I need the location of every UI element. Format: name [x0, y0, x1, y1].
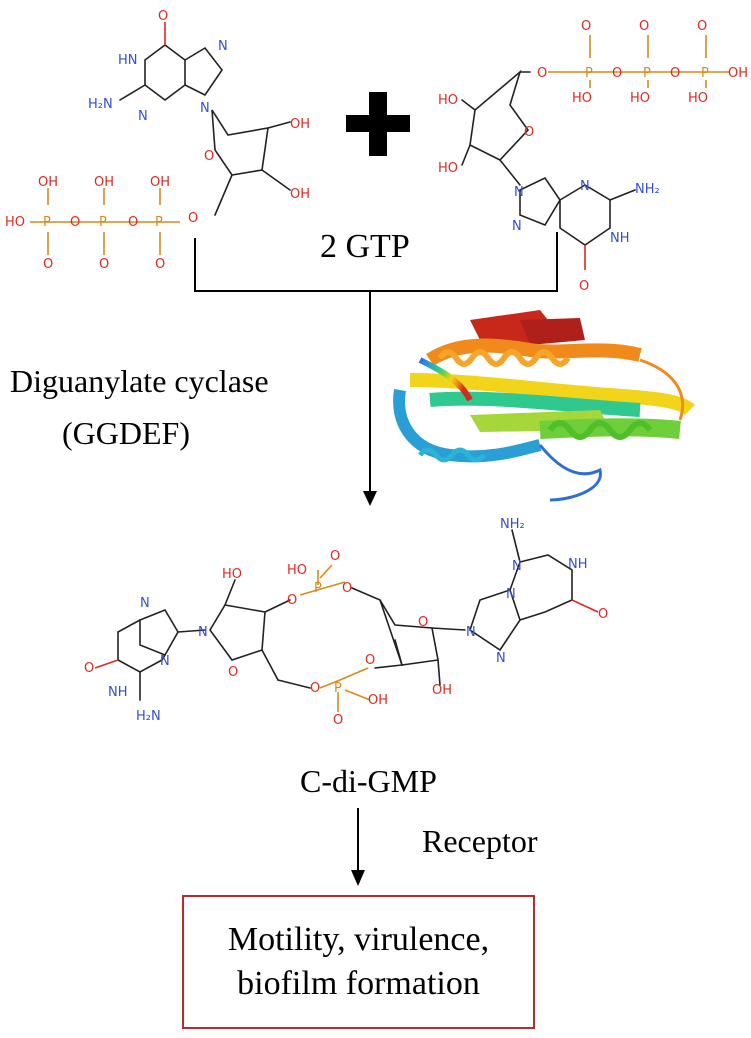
atom-o: O: [537, 66, 547, 81]
atom-n: N: [138, 109, 148, 124]
atom-ho: HO: [630, 91, 650, 106]
atom-o: O: [581, 19, 591, 34]
atom-p: P: [334, 681, 342, 696]
atom-n: N: [512, 559, 522, 574]
gtp-molecule-right: O O O O P O P O P OH HO HO HO O HO HO N …: [438, 19, 748, 294]
atom-p: P: [643, 66, 651, 81]
atom-h2n: H₂N: [88, 97, 113, 112]
atom-n: N: [496, 651, 506, 666]
atom-h2n: H₂N: [136, 709, 161, 724]
atom-o: O: [84, 661, 94, 676]
signaling-arrow: [351, 808, 365, 886]
atom-n: N: [140, 596, 150, 611]
outcome-line-1: Motility, virulence,: [227, 921, 490, 958]
atom-o: O: [418, 615, 428, 630]
outcome-line-2: biofilm formation: [237, 965, 480, 1002]
atom-oh: OH: [290, 117, 310, 132]
atom-p: P: [43, 215, 51, 230]
atom-o: O: [310, 681, 320, 696]
atom-oh: OH: [368, 693, 388, 708]
atom-n: N: [466, 625, 476, 640]
plus-icon: [346, 92, 410, 156]
atom-nh: NH: [568, 557, 588, 572]
atom-o: O: [228, 665, 238, 680]
atom-ho: HO: [572, 91, 592, 106]
atom-p: P: [701, 66, 709, 81]
atom-o: O: [333, 713, 343, 728]
enzyme-domain-label: (GGDEF): [62, 415, 190, 451]
atom-p: P: [99, 215, 107, 230]
atom-o: O: [70, 215, 80, 230]
atom-o: O: [524, 125, 534, 140]
atom-p: P: [155, 215, 163, 230]
cdigmp-molecule: N N N O NH H₂N HO O O HO P O O O OH O: [84, 517, 608, 728]
atom-oh: OH: [432, 683, 452, 698]
atom-ho: HO: [438, 93, 458, 108]
atom-ho: HO: [5, 215, 25, 230]
atom-hn: HN: [118, 53, 138, 68]
atom-n: N: [218, 39, 228, 54]
atom-p: P: [314, 581, 322, 596]
atom-n: N: [160, 654, 170, 669]
atom-o: O: [43, 257, 53, 272]
atom-n: N: [580, 179, 590, 194]
atom-o: O: [158, 9, 168, 24]
atom-oh: OH: [38, 175, 58, 190]
atom-o: O: [697, 19, 707, 34]
atom-o: O: [204, 149, 214, 164]
atom-o: O: [99, 257, 109, 272]
atom-oh: OH: [150, 175, 170, 190]
product-label: C-di-GMP: [300, 763, 437, 799]
reaction-connector: [194, 232, 558, 506]
atom-nh: NH: [610, 231, 630, 246]
atom-n: N: [514, 185, 524, 200]
atom-nh2: NH₂: [500, 517, 525, 532]
atom-n: N: [506, 587, 516, 602]
atom-n: N: [512, 219, 522, 234]
atom-o: O: [330, 549, 340, 564]
atom-oh: OH: [94, 175, 114, 190]
atom-o: O: [598, 607, 608, 622]
atom-oh: OH: [728, 66, 748, 81]
atom-ho: HO: [438, 161, 458, 176]
atom-ho: HO: [688, 91, 708, 106]
receptor-label: Receptor: [422, 823, 538, 859]
atom-o: O: [287, 593, 297, 608]
ggdef-protein-structure: [393, 310, 695, 502]
atom-n: N: [200, 101, 210, 116]
atom-o: O: [365, 653, 375, 668]
atom-p: P: [585, 66, 593, 81]
atom-nh2: NH₂: [635, 182, 660, 197]
atom-o: O: [579, 279, 589, 294]
atom-ho: HO: [287, 563, 307, 578]
gtp-molecule-left: O HN H₂N N N N O OH OH O HO OH P O O OH …: [5, 9, 310, 272]
reactants-label: 2 GTP: [320, 228, 410, 265]
atom-o: O: [639, 19, 649, 34]
atom-oh: OH: [290, 187, 310, 202]
atom-o: O: [188, 211, 198, 226]
enzyme-label: Diguanylate cyclase: [10, 363, 269, 399]
atom-o: O: [342, 581, 352, 596]
outcome-box: Motility, virulence, biofilm formation: [182, 895, 535, 1029]
atom-nh: NH: [108, 685, 128, 700]
atom-ho: HO: [222, 567, 242, 582]
atom-o: O: [670, 66, 680, 81]
atom-n: N: [198, 625, 208, 640]
atom-o: O: [128, 215, 138, 230]
atom-o: O: [155, 257, 165, 272]
atom-o: O: [612, 66, 622, 81]
